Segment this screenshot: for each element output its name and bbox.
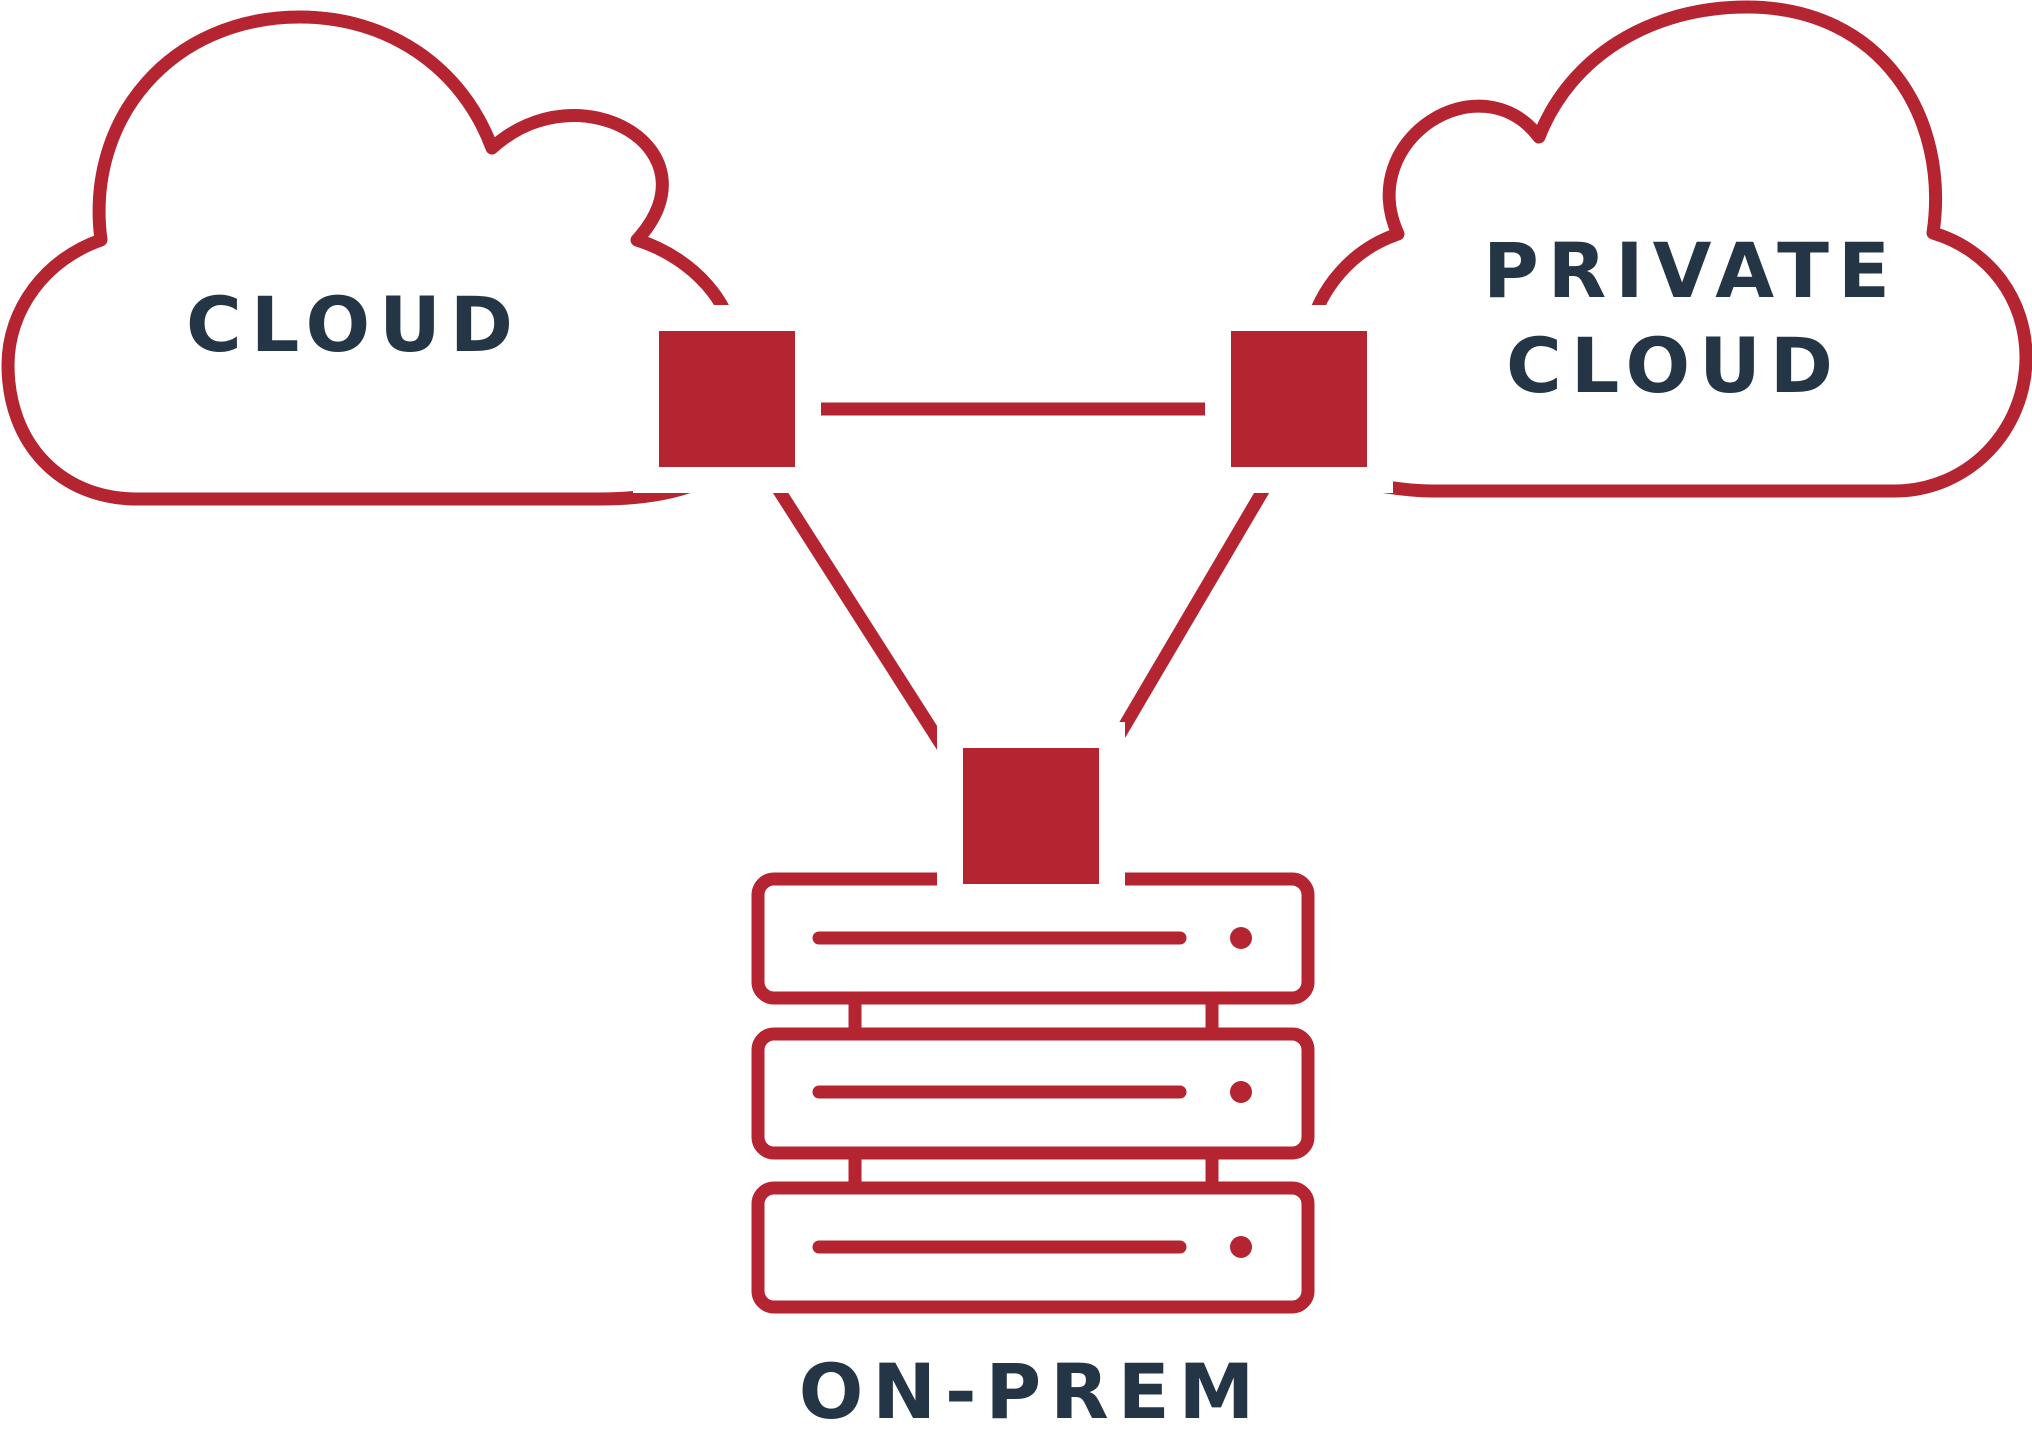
server-unit-1-led-icon <box>1230 927 1252 949</box>
server-unit-3-led-icon <box>1230 1236 1252 1258</box>
private-cloud-label-line2: CLOUD <box>1506 321 1842 410</box>
server-stack-icon <box>751 872 1315 1314</box>
right-cloud-icon <box>1303 0 2032 498</box>
node-private-cloud-square-icon <box>1205 305 1393 493</box>
node-on-prem-square-icon <box>937 722 1125 910</box>
on-prem-label: ON-PREM <box>799 1347 1264 1436</box>
server-unit-2-led-icon <box>1230 1081 1252 1103</box>
cloud-label: CLOUD <box>186 280 522 369</box>
left-cloud-icon <box>1 10 737 506</box>
private-cloud-label-line1: PRIVATE <box>1483 226 1899 315</box>
node-cloud-square-icon <box>633 305 821 493</box>
